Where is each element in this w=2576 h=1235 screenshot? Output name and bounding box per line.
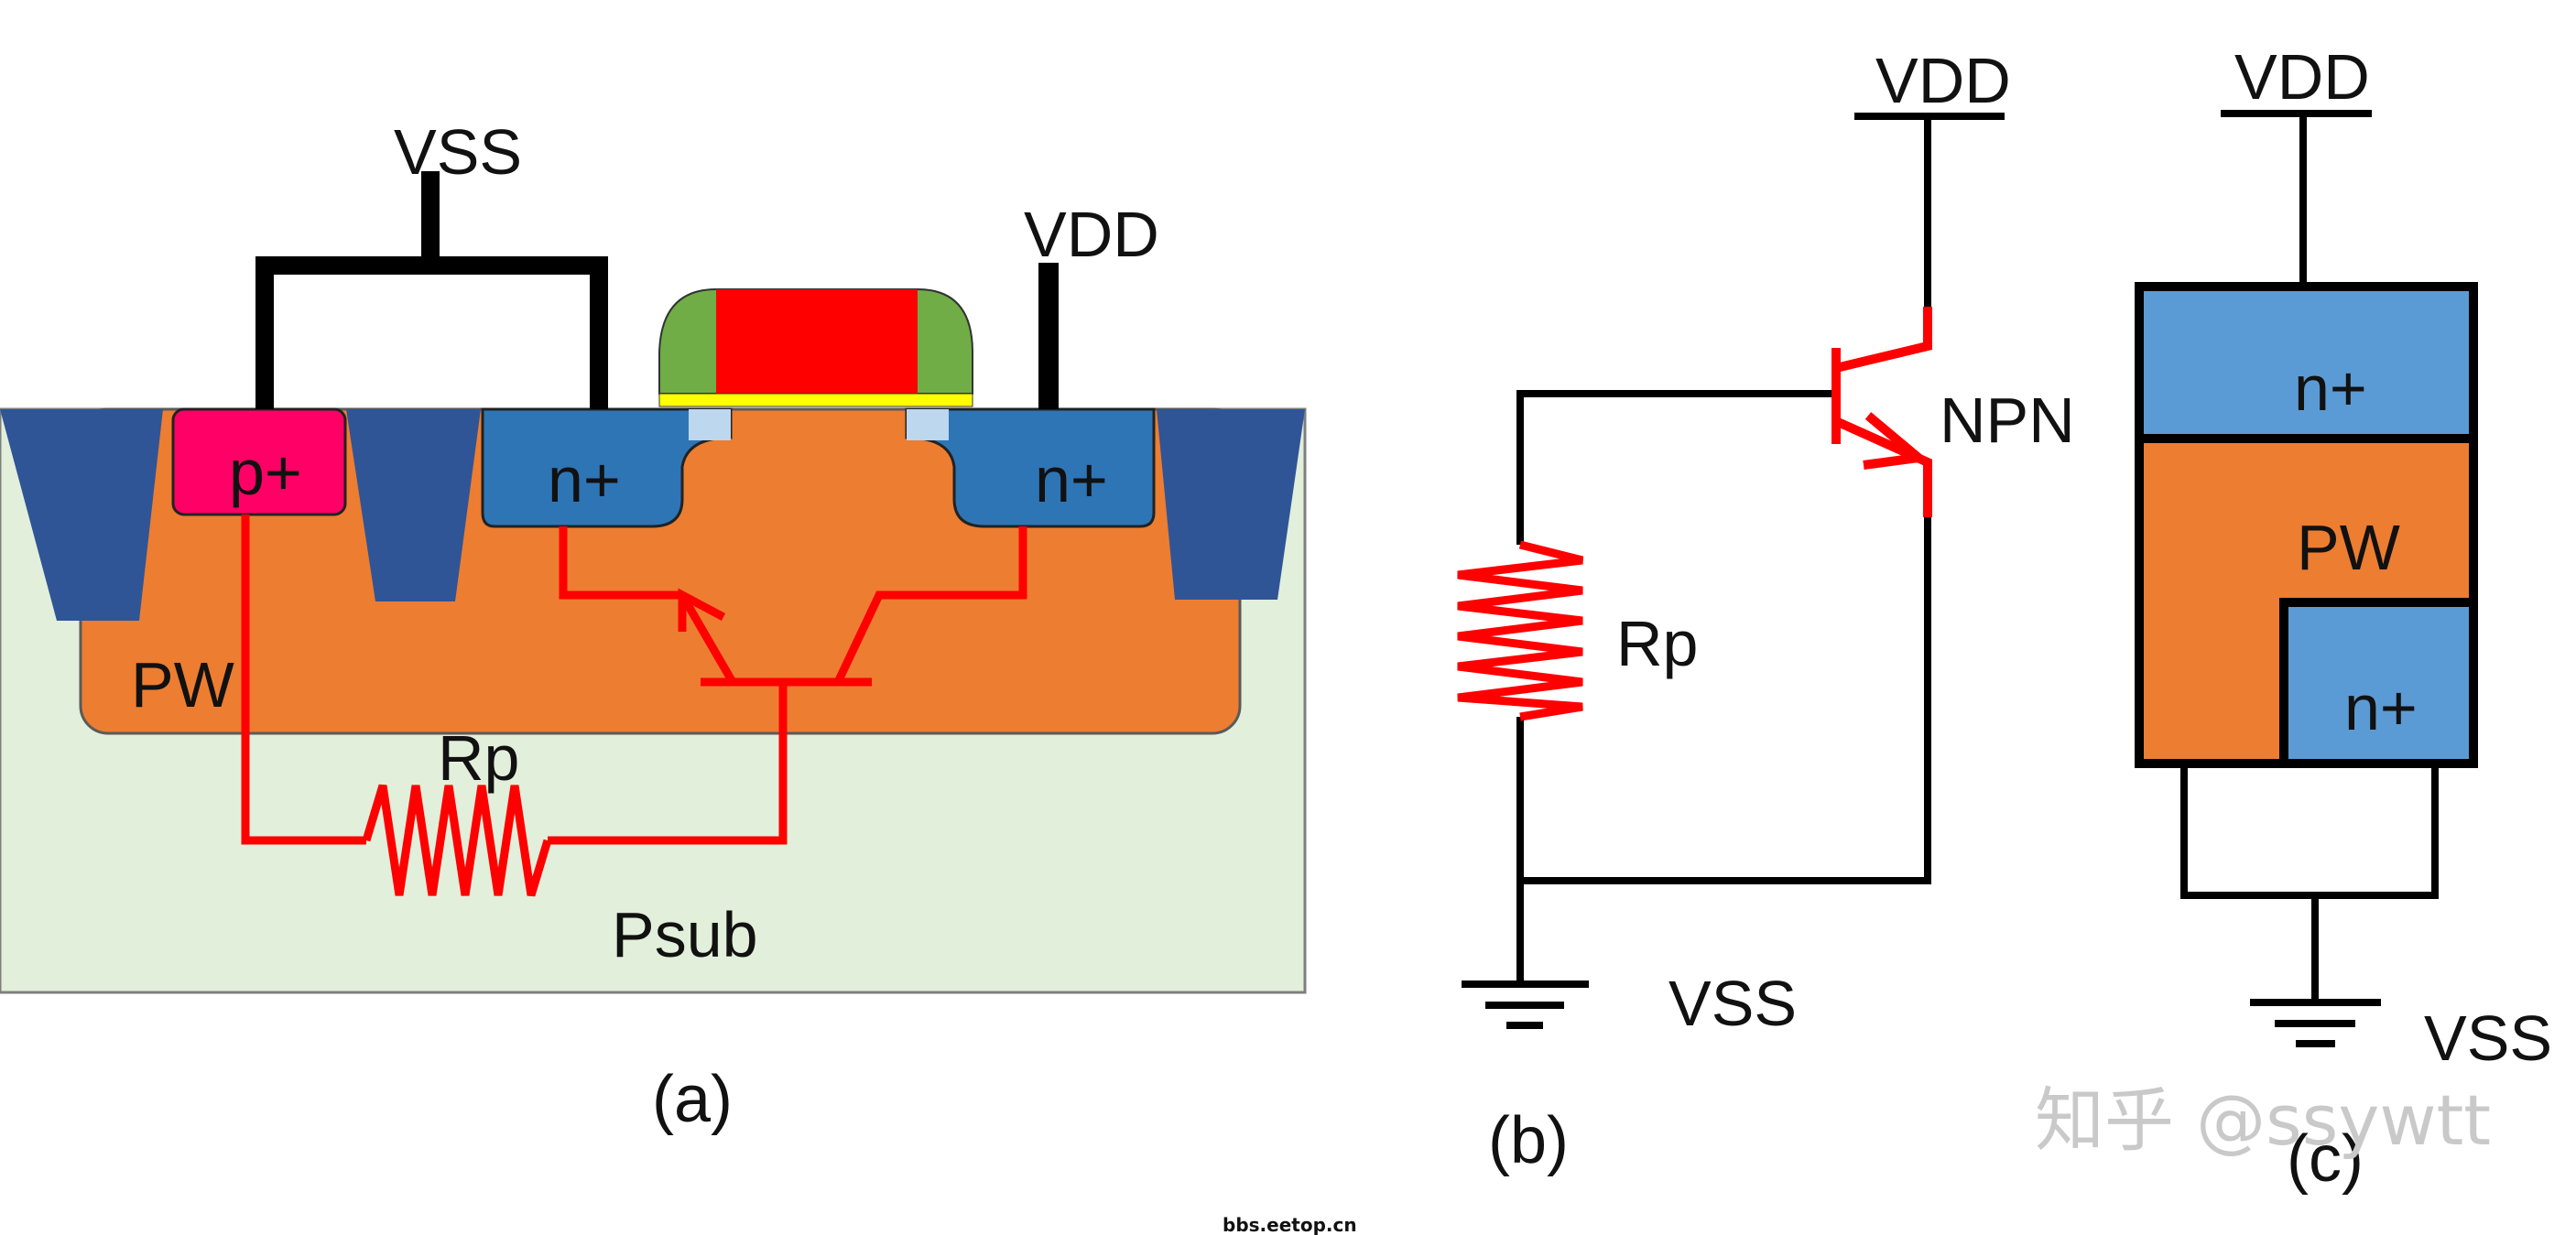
vdd-label-c: VDD	[2234, 41, 2370, 113]
vdd-label-b: VDD	[1875, 45, 2011, 116]
bottom-wire-c	[2180, 764, 2439, 899]
panel-c-block-view: VDD n+ PW n+ VSS (c)	[2135, 41, 2552, 1196]
n-plus-right-label: n+	[1035, 444, 1108, 515]
rp-label-b: Rp	[1616, 608, 1698, 679]
parasitic-well-tap-wire	[241, 515, 366, 845]
base-wire-b	[1516, 390, 1836, 545]
vss-label-b: VSS	[1668, 968, 1797, 1039]
gate-poly	[716, 289, 918, 394]
caption-c: (c)	[2287, 1122, 2364, 1196]
rp-resistor-a	[362, 784, 552, 897]
n-plus-bottom-block	[2279, 598, 2478, 768]
watermark: 知乎 @ssywtt	[2035, 1079, 2491, 1161]
npn-transistor-symbol	[1831, 307, 1932, 517]
caption-b: (b)	[1488, 1104, 1569, 1177]
psub-label: Psub	[612, 899, 758, 970]
vdd-label-a: VDD	[1024, 199, 1159, 270]
npn-label: NPN	[1940, 385, 2075, 456]
parasitic-circuit-a	[241, 515, 1027, 897]
parasitic-emitter-arrowhead	[678, 588, 726, 632]
p-plus-label: p+	[229, 437, 302, 508]
vss-label-a: VSS	[394, 116, 522, 188]
vss-metal-routing	[255, 171, 608, 409]
rp-resistor-b	[1457, 540, 1584, 721]
sti-trench-1	[0, 409, 163, 621]
caption-a: (a)	[652, 1063, 733, 1136]
parasitic-emitter-wire	[559, 526, 682, 600]
sti-trench-3	[1157, 409, 1305, 600]
sti-trench-2	[346, 409, 481, 601]
n-plus-diffusion-left	[481, 407, 733, 528]
parasitic-base-wire	[548, 682, 788, 845]
rp-label-a: Rp	[438, 722, 519, 794]
pw-label-a: PW	[131, 649, 234, 720]
pw-label-c: PW	[2297, 512, 2400, 583]
n-plus-bottom-label: n+	[2344, 672, 2418, 743]
n-plus-left-label: n+	[548, 444, 621, 515]
n-plus-diffusion-right	[905, 407, 1156, 528]
vss-label-c: VSS	[2424, 1002, 2552, 1074]
parasitic-collector-wire	[833, 526, 1027, 684]
panel-a-cross-section: VSS VDD p+ n+ n+ PW Rp Psub (a)	[0, 116, 1307, 1136]
emitter-return-wire-b	[1520, 517, 1931, 884]
parasitic-emitter-arrow-shaft	[679, 592, 736, 685]
source-label: bbs.eetop.cn	[1223, 1214, 1357, 1235]
ldd-extension-left	[689, 409, 731, 440]
gate-oxide	[658, 393, 973, 407]
ldd-extension-right	[907, 409, 949, 440]
panel-b-schematic: VDD NPN Rp VSS (b)	[1457, 45, 2075, 1177]
n-plus-top-label: n+	[2294, 352, 2367, 424]
